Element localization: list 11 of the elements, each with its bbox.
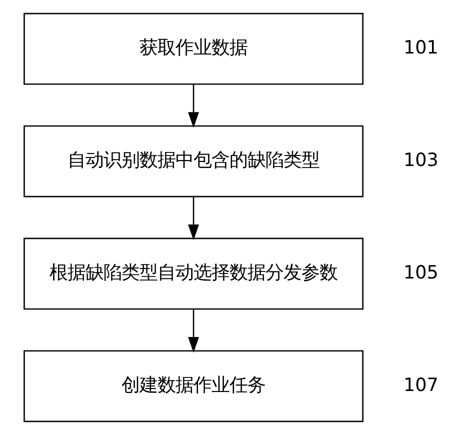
node-label: 105 [404,262,438,284]
node-label: 107 [404,374,438,396]
node-box: 自动识别数据中包含的缺陷类型 [24,125,364,198]
arrow [188,84,200,128]
node-box: 创建数据作业任务 [24,350,364,422]
node-label: 103 [404,150,438,172]
arrow [188,309,200,353]
node-label: 101 [404,38,438,59]
arrow [188,196,200,240]
node-box: 获取作业数据 [24,12,364,85]
node-box: 根据缺陷类型自动选择数据分发参数 [24,238,364,310]
